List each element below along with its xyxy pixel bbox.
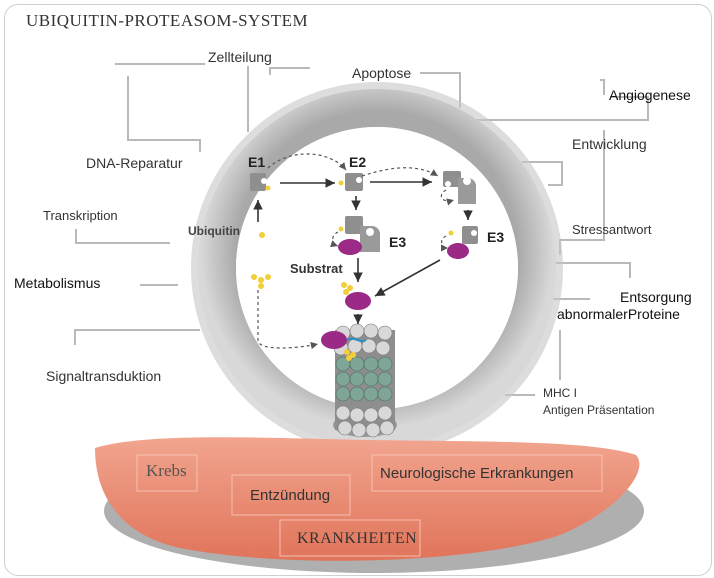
label-krankheiten: KRANKHEITEN xyxy=(297,530,418,547)
label-e3-left: E3 xyxy=(389,234,407,250)
label-substrat: Substrat xyxy=(290,261,343,276)
label-e1: E1 xyxy=(248,154,266,170)
disease-dish xyxy=(95,437,640,561)
label-entzuendung: Entzündung xyxy=(250,487,331,504)
label-dna-reparatur: DNA-Reparatur xyxy=(86,155,183,171)
label-abnormaler-proteine: abnormalerProteine xyxy=(557,306,680,322)
e3-right-complex xyxy=(447,226,478,259)
label-apoptose: Apoptose xyxy=(352,65,412,81)
pathway-arrows xyxy=(253,177,473,324)
e2-enzyme xyxy=(338,173,363,191)
label-neurologische-erkrankungen: Neurologische Erkrankungen xyxy=(380,465,574,482)
e3-left-complex xyxy=(338,216,380,255)
e1-enzyme xyxy=(250,173,271,191)
label-entsorgung: Entsorgung xyxy=(620,289,692,305)
label-ubiquitin: Ubiquitin xyxy=(188,224,240,238)
label-signaltransduktion: Signaltransduktion xyxy=(46,368,162,384)
label-stressantwort: Stressantwort xyxy=(572,222,652,237)
label-entwicklung: Entwicklung xyxy=(572,136,647,152)
diagram-title: UBIQUITIN-PROTEASOM-SYSTEM xyxy=(26,11,309,30)
label-e2: E2 xyxy=(349,154,367,170)
label-mhc-i: MHC I xyxy=(543,386,577,400)
label-metabolismus: Metabolismus xyxy=(14,275,101,291)
e2-e3-right xyxy=(443,171,476,204)
ubiquitin-molecules xyxy=(251,232,271,289)
label-zellteilung: Zellteilung xyxy=(208,49,272,65)
substrate-at-proteasome xyxy=(321,331,367,361)
proteasome xyxy=(333,323,397,438)
label-angiogenese: Angiogenese xyxy=(609,87,691,103)
label-e3-right: E3 xyxy=(487,229,505,245)
connector-lines xyxy=(74,63,649,396)
label-antigen-praesentation: Antigen Präsentation xyxy=(543,403,655,417)
label-krebs: Krebs xyxy=(146,461,187,480)
ubiquitinated-substrate xyxy=(341,282,371,310)
label-transkription: Transkription xyxy=(43,208,118,223)
